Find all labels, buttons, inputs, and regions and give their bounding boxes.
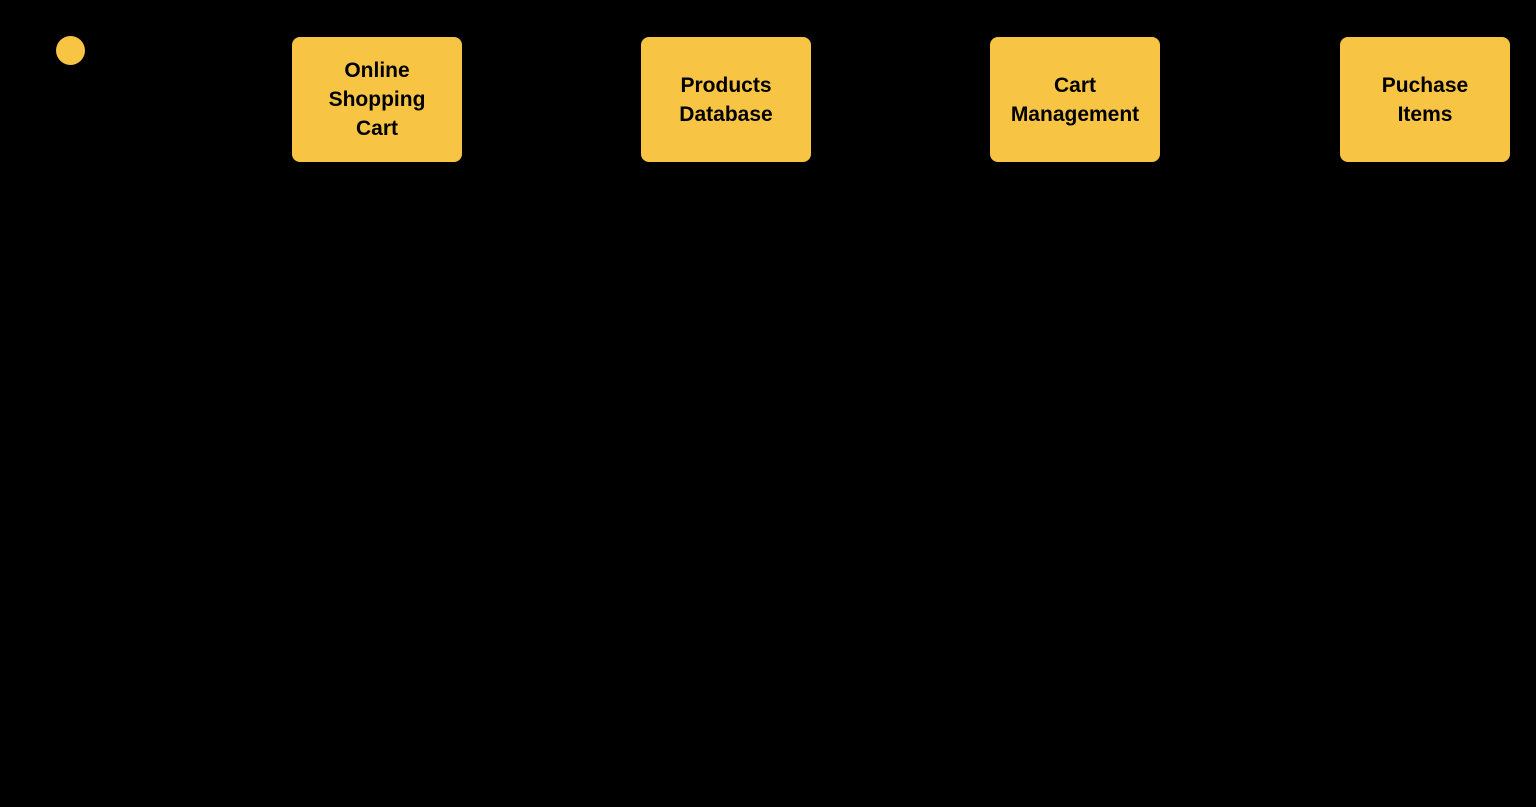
node-products-database: Products Database	[641, 37, 811, 162]
node-online-shopping-cart: Online Shopping Cart	[292, 37, 462, 162]
actor-circle	[56, 36, 85, 65]
node-puchase-items: Puchase Items	[1340, 37, 1510, 162]
node-label: Products Database	[679, 73, 773, 126]
node-label: Cart Management	[1010, 73, 1140, 126]
node-label: Puchase Items	[1381, 73, 1469, 126]
node-label: Online Shopping Cart	[328, 59, 426, 140]
node-cart-management: Cart Management	[990, 37, 1160, 162]
